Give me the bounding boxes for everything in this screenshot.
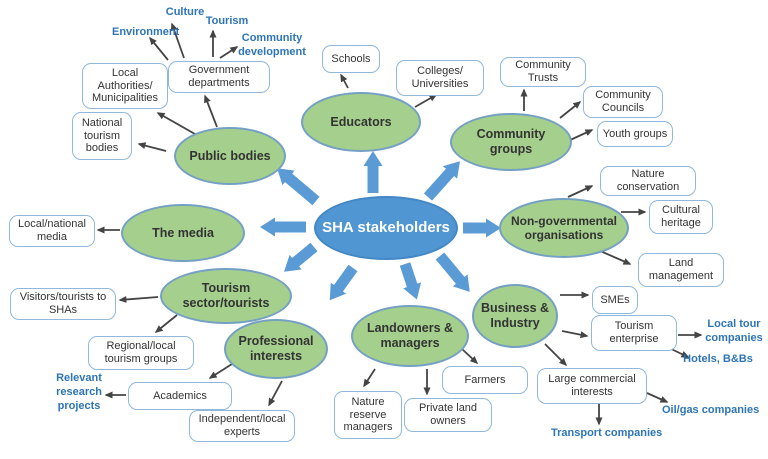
label-culture: Culture xyxy=(165,6,205,18)
box-regional-local-tourism: Regional/local tourism groups xyxy=(88,336,194,370)
center-node-sha-stakeholders: SHA stakeholders xyxy=(314,196,458,260)
arrow-tourism-sector-to-visitors xyxy=(118,295,159,303)
arrow-landowners-to-nature-reserve xyxy=(363,368,376,388)
group-the-media: The media xyxy=(121,204,245,262)
arrow-tourism-sector-to-regional xyxy=(154,314,178,333)
box-land-management: Land management xyxy=(638,253,724,287)
box-local-national-media: Local/national media xyxy=(9,215,95,247)
arrow-center-to-landowners xyxy=(399,262,422,300)
arrow-govdept-to-community-development xyxy=(219,46,239,59)
label-tourism: Tourism xyxy=(205,15,249,27)
box-community-trusts: Community Trusts xyxy=(500,57,586,87)
arrow-center-to-tourism-sector xyxy=(284,242,318,272)
arrow-landowners-to-farmers xyxy=(461,348,479,365)
arrow-center-to-professional xyxy=(329,264,358,301)
label-relevant-research-projects: Relevant research projects xyxy=(56,372,102,412)
group-business-industry: Business & Industry xyxy=(472,284,558,348)
group-educators: Educators xyxy=(301,92,421,152)
box-community-councils: Community Councils xyxy=(583,86,663,118)
label-oil-gas-companies: Oil/gas companies xyxy=(662,404,760,416)
box-private-land-owners: Private land owners xyxy=(404,398,492,432)
group-landowners-managers: Landowners & managers xyxy=(351,305,469,367)
label-hotels-bbs: Hotels, B&Bs xyxy=(683,353,753,365)
group-professional-interests: Professional interests xyxy=(224,319,328,379)
arrow-large-commercial-to-oil-gas xyxy=(646,392,669,403)
arrow-professional-to-independent xyxy=(268,380,283,407)
arrow-business-to-tourism-enterprise xyxy=(561,330,589,339)
arrow-center-to-community-groups xyxy=(423,161,461,201)
group-ngo: Non-governmental organisations xyxy=(499,198,629,258)
box-youth-groups: Youth groups xyxy=(597,121,673,147)
box-visitors-tourists-shas: Visitors/tourists to SHAs xyxy=(10,288,116,320)
arrow-ngo-to-land-management xyxy=(597,249,632,265)
group-community-groups: Community groups xyxy=(450,113,572,171)
box-farmers: Farmers xyxy=(442,366,528,394)
arrow-educators-to-colleges xyxy=(414,94,438,108)
box-colleges-universities: Colleges/ Universities xyxy=(396,60,484,96)
box-cultural-heritage: Cultural heritage xyxy=(649,200,713,234)
box-independent-local-experts: Independent/local experts xyxy=(189,410,295,442)
arrow-community-groups-to-councils xyxy=(559,101,582,119)
label-community-development: Community development xyxy=(238,32,306,58)
box-smes: SMEs xyxy=(592,286,638,314)
box-government-departments: Government departments xyxy=(168,61,270,93)
arrow-public-bodies-to-national-tourism xyxy=(137,142,167,152)
arrow-educators-to-schools xyxy=(340,73,349,89)
arrow-govdept-to-environment xyxy=(149,36,169,61)
arrow-ngo-to-nature-conservation xyxy=(567,185,594,198)
arrow-professional-to-academics xyxy=(208,363,233,379)
arrow-govdept-to-culture xyxy=(170,22,185,59)
box-nature-conservation: Nature conservation xyxy=(600,166,696,196)
label-environment: Environment xyxy=(112,26,180,38)
box-large-commercial-interests: Large commercial interests xyxy=(537,368,647,404)
arrow-business-to-large-commercial xyxy=(544,343,568,367)
box-schools: Schools xyxy=(322,45,380,73)
arrow-center-to-business xyxy=(435,252,470,292)
box-tourism-enterprise: Tourism enterprise xyxy=(591,315,677,351)
group-public-bodies: Public bodies xyxy=(174,127,286,185)
arrow-center-to-public-bodies xyxy=(277,168,320,206)
box-academics: Academics xyxy=(128,382,232,410)
label-transport-companies: Transport companies xyxy=(551,427,663,439)
label-local-tour-companies: Local tour companies xyxy=(705,318,763,344)
box-nature-reserve-managers: Nature reserve managers xyxy=(334,391,402,439)
arrow-public-bodies-to-govdept xyxy=(204,94,218,128)
arrow-community-groups-to-youth xyxy=(567,129,594,142)
box-national-tourism-bodies: National tourism bodies xyxy=(72,112,132,160)
box-local-authorities: Local Authorities/ Municipalities xyxy=(82,63,168,109)
group-tourism-sector: Tourism sector/tourists xyxy=(160,268,292,324)
